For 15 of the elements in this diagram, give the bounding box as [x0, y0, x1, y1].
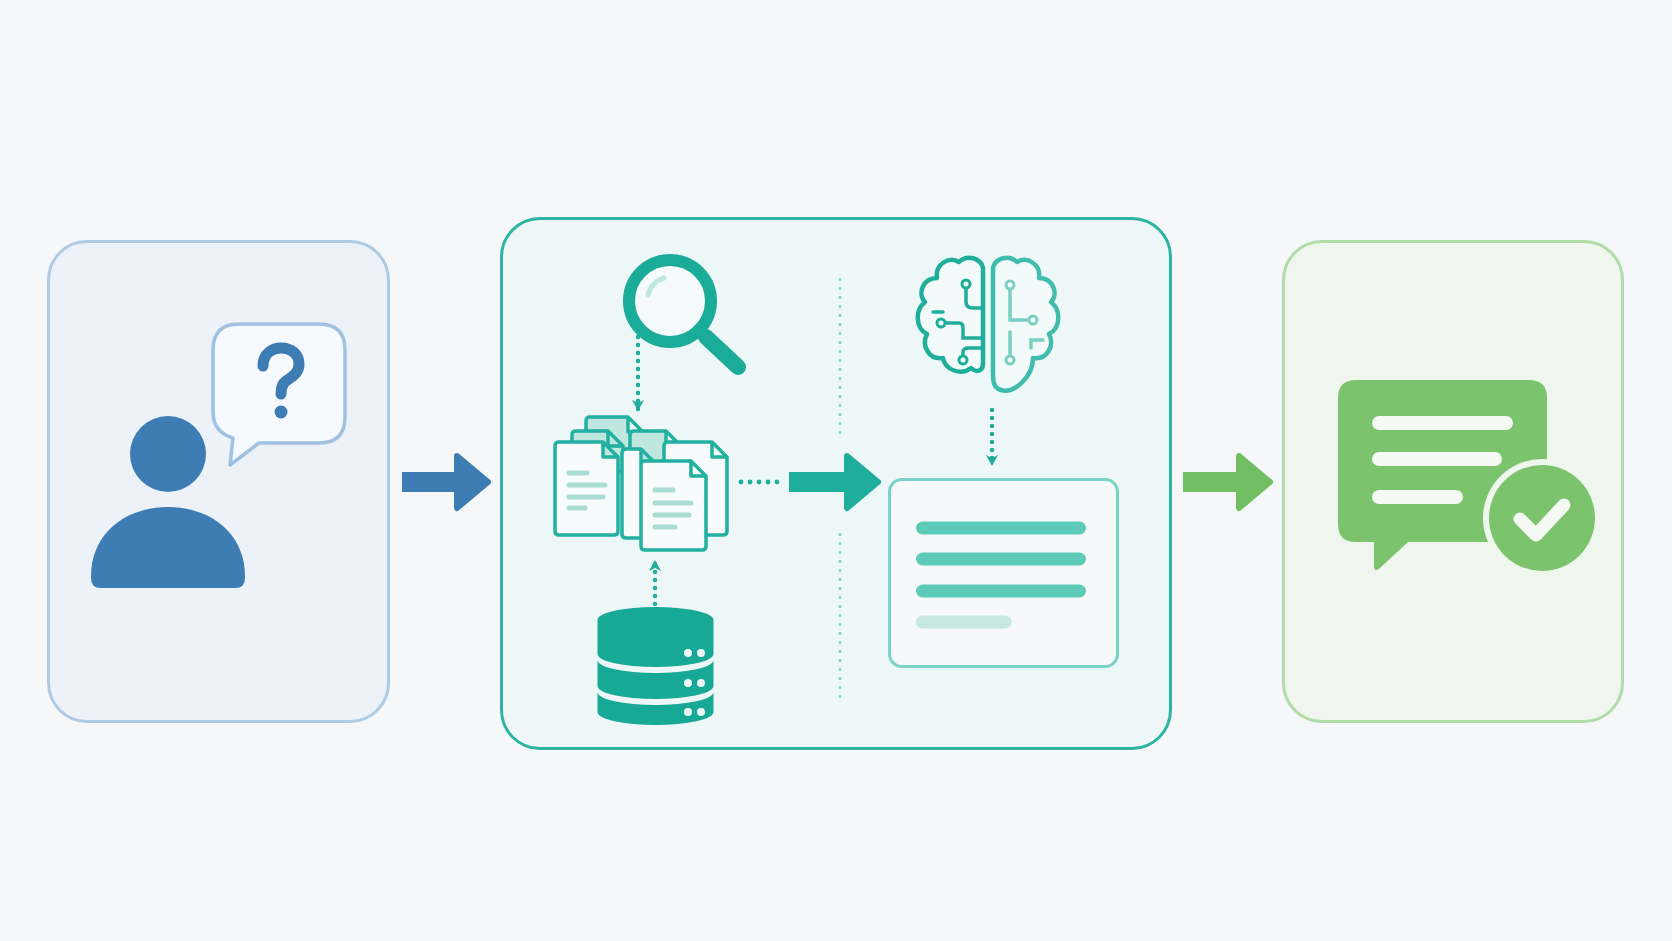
database-icon [595, 606, 716, 728]
chat-check-icon [1336, 380, 1596, 572]
arrow [1183, 453, 1273, 511]
panel [500, 217, 1172, 750]
panel [1282, 240, 1624, 723]
brain-icon [913, 252, 1063, 396]
documents-icon [553, 415, 729, 552]
panel [47, 240, 390, 723]
document-card [888, 478, 1119, 668]
dotted-arrow [632, 334, 644, 414]
question-bubble-icon [211, 322, 347, 467]
arrow [402, 453, 491, 511]
user-icon [91, 416, 245, 588]
arrow [738, 453, 881, 511]
search-icon [620, 251, 748, 377]
